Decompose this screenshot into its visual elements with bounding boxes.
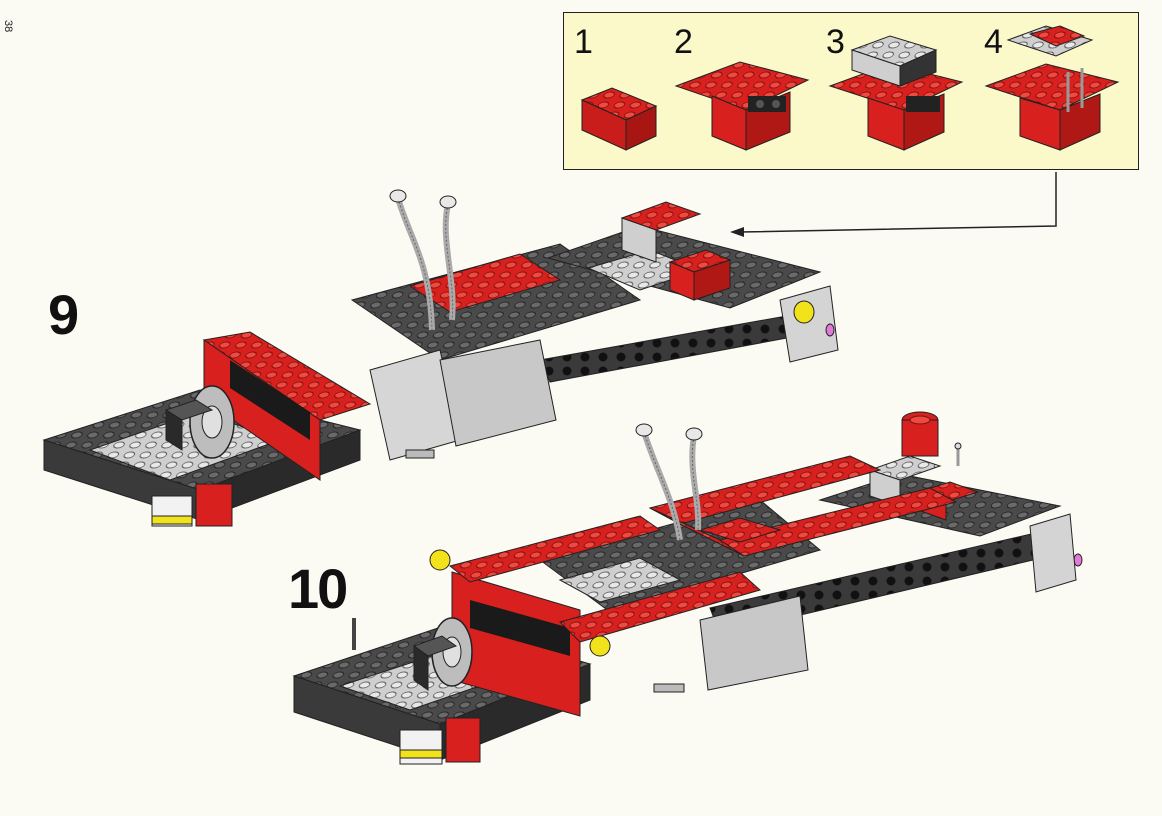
substep-2-model — [674, 61, 810, 151]
step-9-model — [42, 189, 839, 527]
callout-arrow — [730, 172, 1057, 237]
substep-label-3: 3 — [826, 23, 845, 61]
step-10-model — [292, 411, 1083, 765]
substep-4-model — [984, 25, 1120, 151]
step-number-10: 10 — [288, 557, 348, 620]
substep-label-4: 4 — [984, 23, 1003, 61]
step-number-9: 9 — [48, 283, 79, 346]
substep-label-1: 1 — [574, 23, 593, 61]
substep-1-model — [580, 87, 658, 151]
substep-label-2: 2 — [674, 23, 693, 61]
substep-3-model — [828, 35, 964, 151]
